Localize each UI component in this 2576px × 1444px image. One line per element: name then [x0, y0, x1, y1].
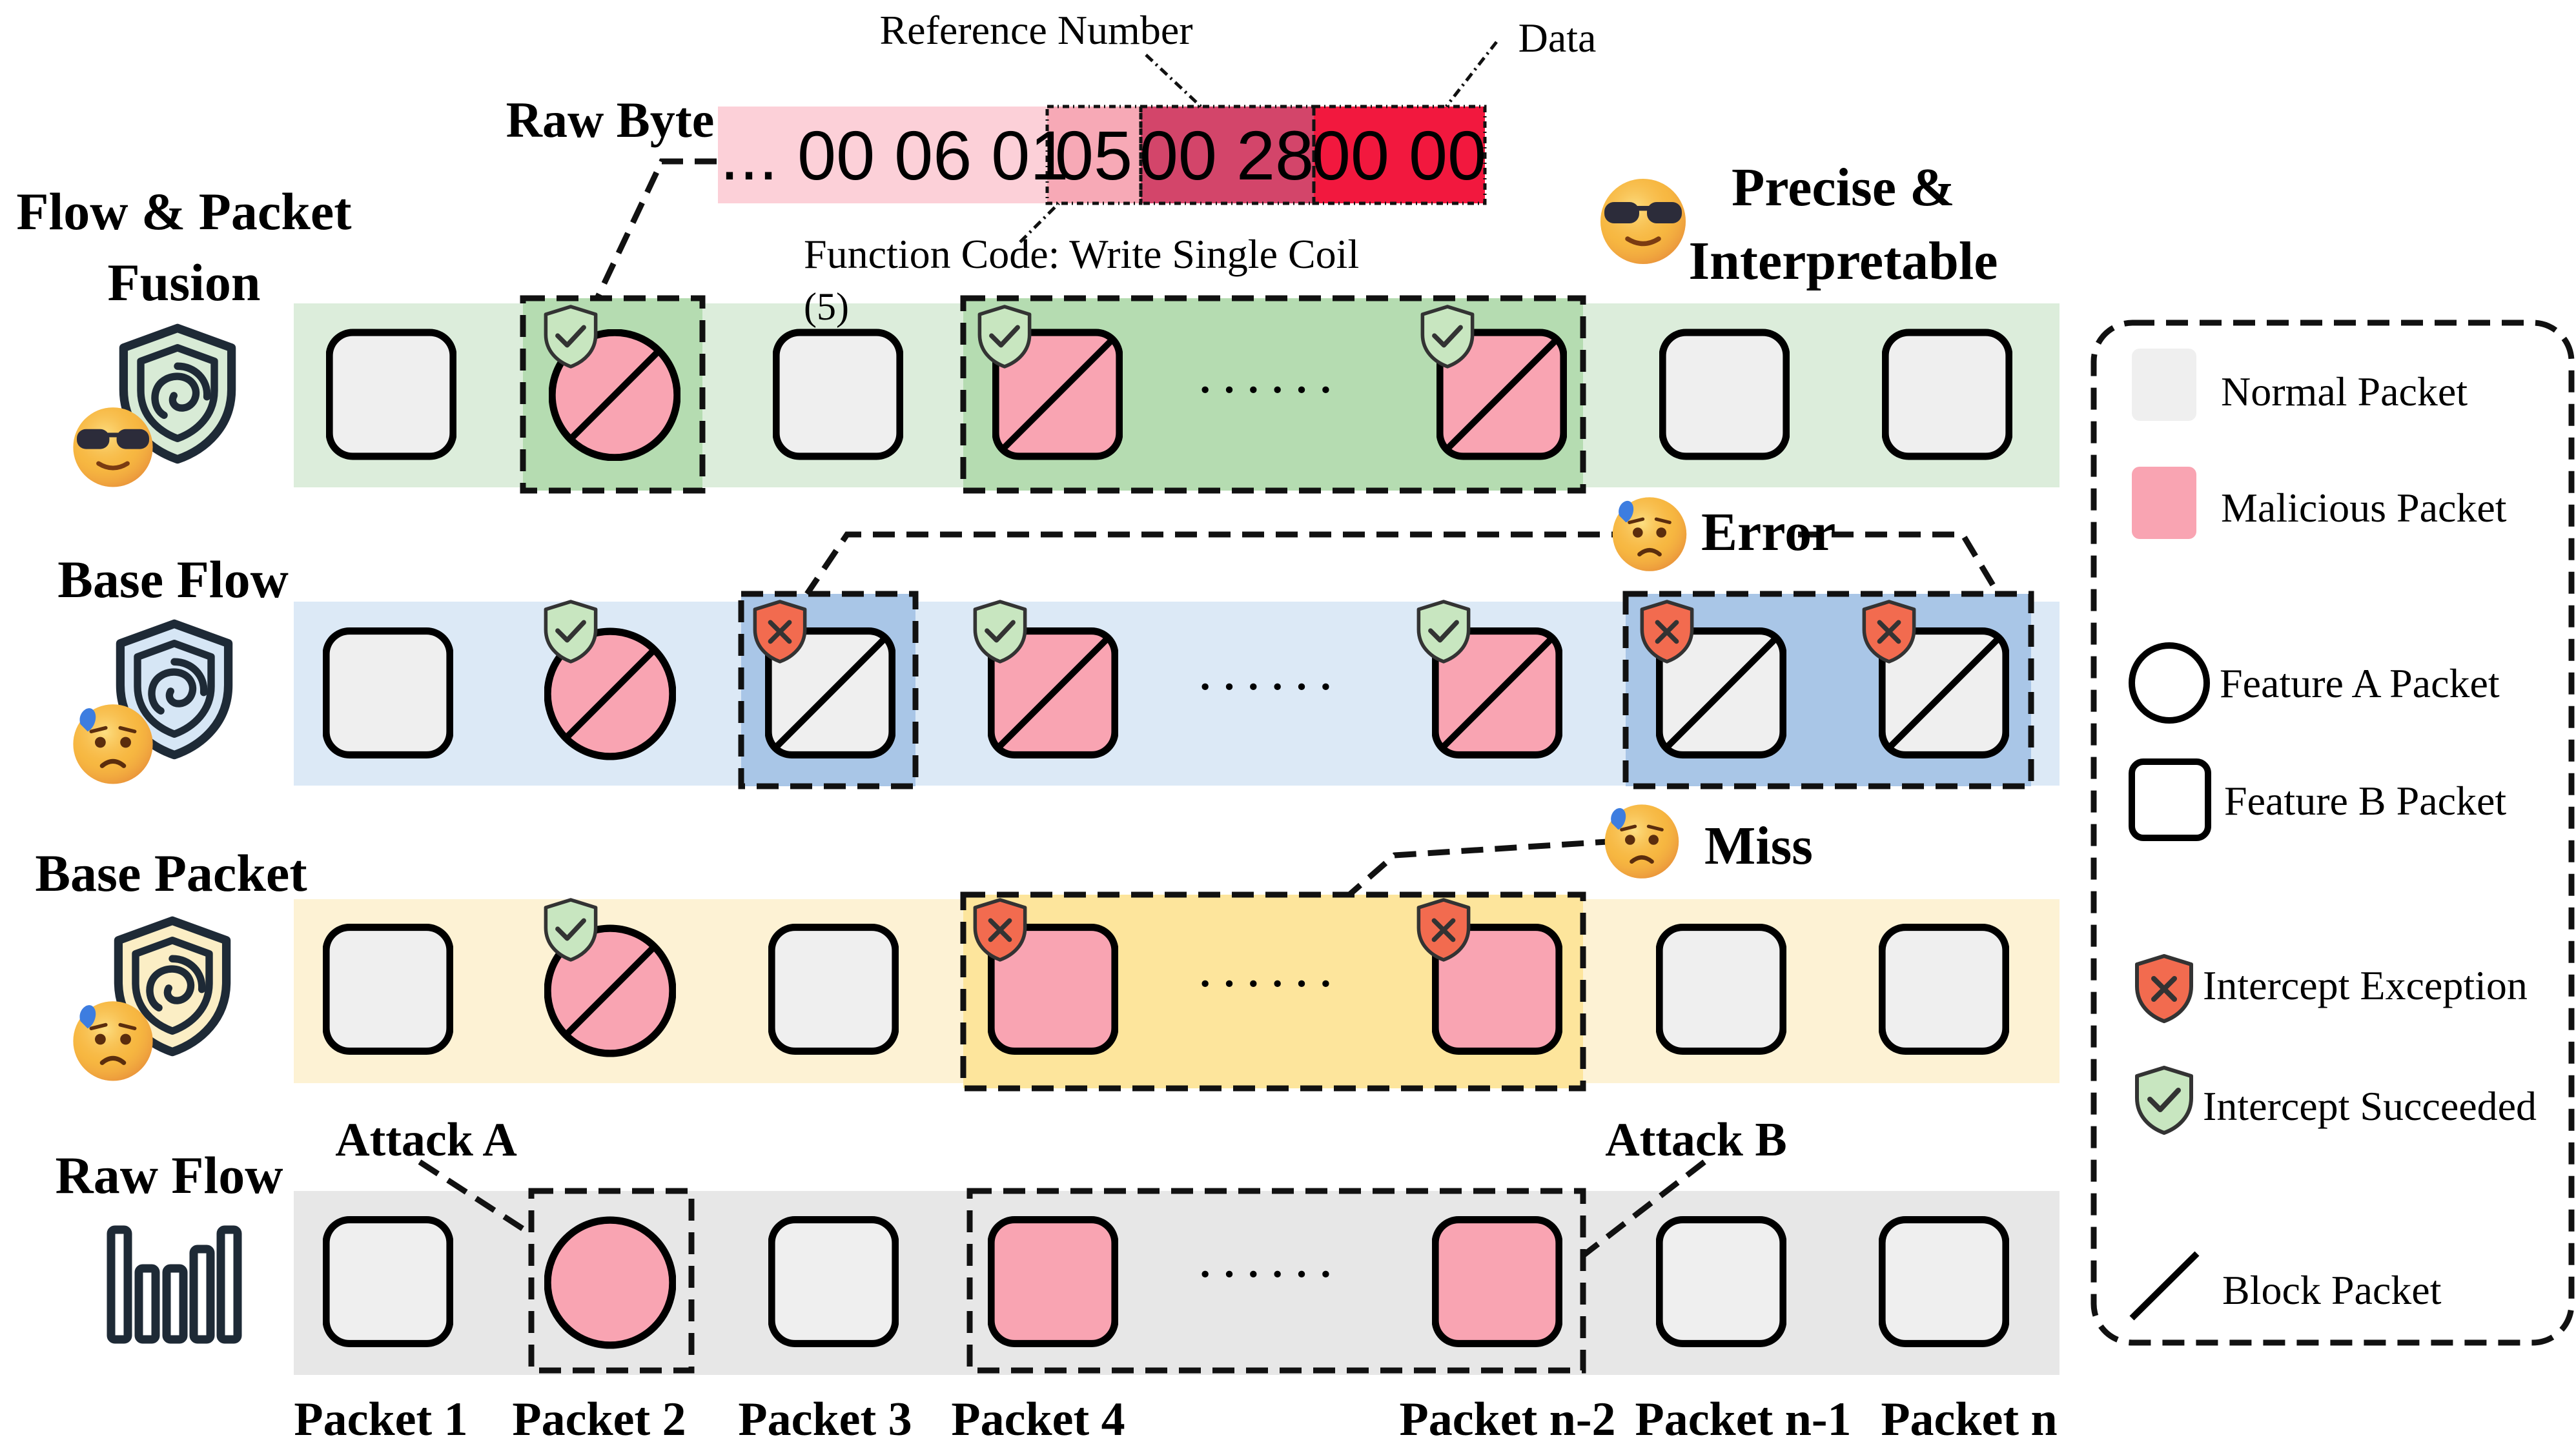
fusion-row-label-line2: Fusion — [108, 253, 261, 312]
raw-packet-3 — [772, 1220, 895, 1344]
reference-number-label: Reference Number — [879, 7, 1192, 53]
data-leader-line — [1445, 41, 1498, 108]
hex-bar-function-code — [1047, 107, 1141, 203]
raw-byte-connector — [594, 158, 717, 300]
raw-packet-1 — [326, 1220, 450, 1344]
attack-a-connector — [418, 1159, 533, 1237]
packet-packet-n — [1882, 928, 2006, 1052]
packet-label-n-1: Packet n-1 — [1635, 1393, 1852, 1444]
flow-packet-1 — [326, 631, 450, 755]
fusion-packet-n — [1885, 332, 2009, 456]
hex-data: 00 00 — [1312, 116, 1486, 194]
flow-dashed-box-range — [1622, 591, 2034, 789]
raw-dashed-box-packet-2 — [528, 1188, 695, 1374]
traffic-bars-icon — [107, 1225, 242, 1344]
raw-packet-4 — [991, 1220, 1115, 1344]
legend: Normal Packet Malicious Packet Feature A… — [2129, 349, 2537, 1321]
legend-feature-a-swatch — [2129, 642, 2210, 724]
packet-label-2: Packet 2 — [512, 1393, 686, 1444]
flow-ellipsis: · · · · · · — [1198, 664, 1333, 709]
hex-bar-reference — [1141, 107, 1314, 203]
packet-ellipsis: · · · · · · — [1198, 961, 1333, 1006]
attack-b-connector — [1581, 1159, 1706, 1258]
flow-row-label: Base Flow — [57, 550, 289, 609]
raw-packet-n-2 — [1435, 1220, 1559, 1344]
raw-packet-n — [1882, 1220, 2006, 1344]
packet-packet-1 — [326, 928, 450, 1052]
packet-label-1: Packet 1 — [294, 1393, 467, 1444]
attack-a-label: Attack A — [335, 1114, 517, 1166]
raw-packet-n-1 — [1659, 1220, 1783, 1344]
hex-reference: 00 28 — [1140, 116, 1314, 194]
error-worried-emoji-icon — [1613, 497, 1686, 571]
raw-byte-label: Raw Byte — [506, 92, 715, 148]
packet-label-n: Packet n — [1881, 1393, 2057, 1444]
hex-bar-data — [1314, 107, 1485, 203]
fusion-packet-n-1 — [1662, 332, 1786, 456]
legend-succeeded-icon — [2137, 1068, 2191, 1133]
worried-emoji-icon — [73, 704, 152, 784]
miss-label: Miss — [1704, 816, 1813, 876]
precise-label-line1: Precise & — [1732, 158, 1955, 218]
packet-label-4: Packet 4 — [951, 1393, 1125, 1444]
packet-label-3: Packet 3 — [738, 1393, 912, 1444]
packet-packet-3 — [772, 928, 895, 1052]
hex-prefix: ... 00 06 01 — [720, 116, 1068, 194]
legend-dashed-frame — [2090, 320, 2575, 1346]
legend-normal-swatch — [2132, 349, 2196, 421]
legend-block-label: Block Packet — [2222, 1267, 2442, 1313]
raw-packet-2 — [547, 1220, 673, 1345]
packet-label-n-2: Packet n-2 — [1400, 1393, 1616, 1444]
miss-connector — [1347, 838, 1618, 897]
fusion-packet-1 — [329, 332, 453, 456]
legend-succeeded-label: Intercept Succeeded — [2203, 1083, 2537, 1129]
hex-box-data — [1312, 105, 1487, 205]
raw-ellipsis: · · · · · · — [1198, 1251, 1333, 1297]
legend-malicious-label: Malicious Packet — [2221, 485, 2507, 531]
fusion-ellipsis: · · · · · · — [1198, 367, 1333, 412]
precise-cool-emoji-icon — [1600, 179, 1686, 264]
attack-b-label: Attack B — [1605, 1114, 1787, 1166]
function-code-label-value: (5) — [804, 285, 849, 328]
hex-bar-prefix — [718, 107, 1047, 203]
legend-normal-label: Normal Packet — [2221, 369, 2468, 414]
packet-row-label: Base Packet — [35, 844, 307, 902]
raw-row-label: Raw Flow — [55, 1146, 283, 1205]
flow-dashed-box-packet-3 — [738, 591, 919, 789]
legend-feature-a-label: Feature A Packet — [2220, 660, 2500, 706]
fusion-packet-3 — [776, 332, 900, 456]
legend-block-swatch — [2129, 1251, 2200, 1321]
fusion-dashed-box-packet-2 — [520, 295, 706, 494]
function-code-label: Function Code: Write Single Coil — [804, 231, 1359, 277]
error-connector — [804, 531, 2001, 596]
worried-emoji-icon — [73, 1001, 152, 1081]
raw-dashed-box-range — [966, 1188, 1586, 1374]
error-label: Error — [1701, 502, 1835, 562]
legend-feature-b-swatch — [2129, 758, 2211, 841]
fusion-dashed-box-range — [960, 295, 1586, 494]
packet-packet-n-1 — [1659, 928, 1783, 1052]
packet-dashed-box-range — [960, 891, 1586, 1092]
function-code-leader-line — [1019, 202, 1060, 243]
legend-exception-icon — [2137, 956, 2191, 1021]
fusion-row-label-line1: Flow & Packet — [16, 182, 351, 241]
cool-emoji-icon — [73, 407, 152, 487]
precise-label-line2: Interpretable — [1688, 231, 1998, 291]
legend-malicious-swatch — [2132, 467, 2196, 539]
reference-leader-line — [1145, 54, 1202, 108]
miss-worried-emoji-icon — [1605, 804, 1679, 878]
legend-feature-b-label: Feature B Packet — [2224, 778, 2506, 824]
hex-box-reference — [1139, 105, 1316, 205]
hex-function-code: 05 — [1055, 116, 1132, 194]
legend-exception-label: Intercept Exception — [2203, 962, 2528, 1008]
data-label: Data — [1518, 15, 1597, 61]
